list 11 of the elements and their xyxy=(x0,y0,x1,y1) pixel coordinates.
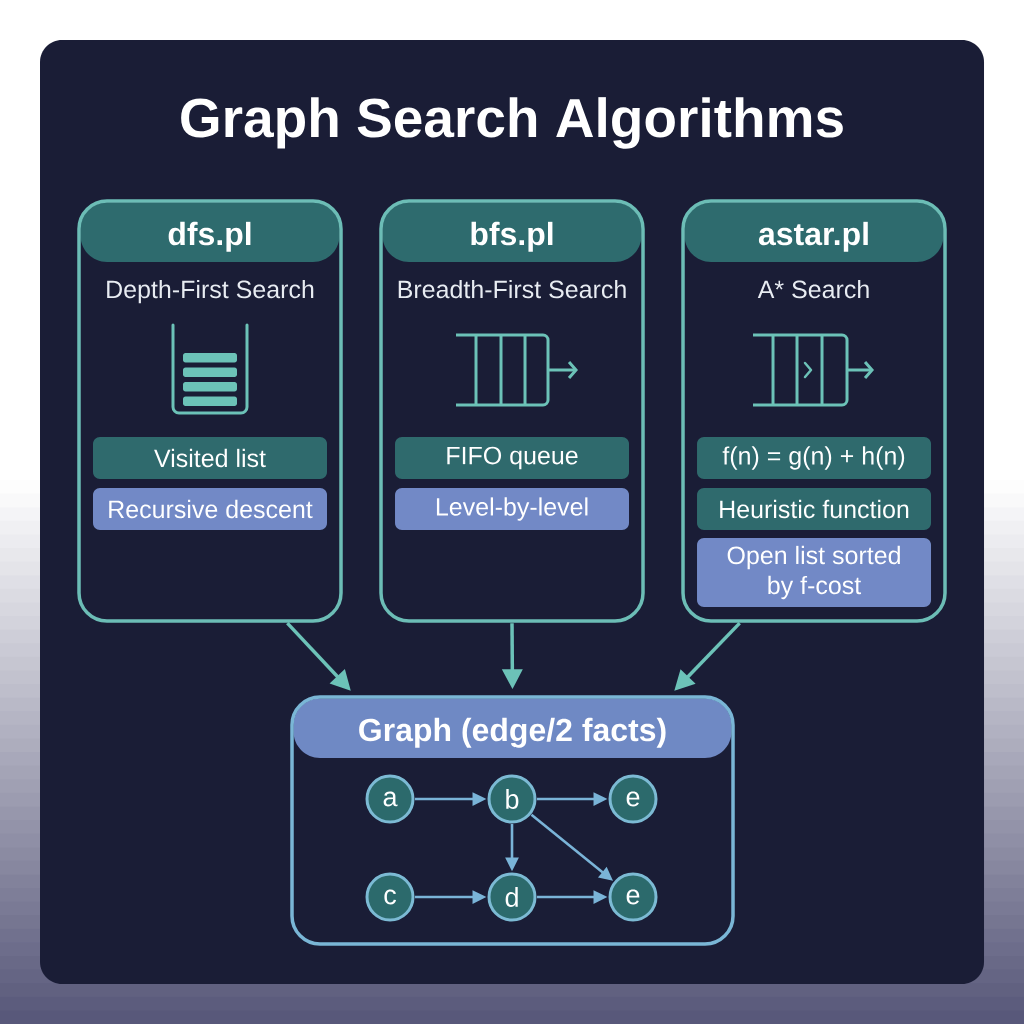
subtitle: Breadth-First Search xyxy=(398,279,626,299)
feature-box: Visited list xyxy=(93,437,327,479)
header-band: dfs.pl xyxy=(80,202,340,262)
subtitle: A* Search xyxy=(757,279,869,299)
header-band: Graph (edge/2 facts) xyxy=(293,698,732,758)
subtitle: Depth-First Search xyxy=(107,279,314,304)
header-band: astar.pl xyxy=(684,202,944,262)
feature-box: FIFO queue xyxy=(395,437,629,479)
title: Graph Search Algorithms xyxy=(181,97,843,149)
feature-box: f(n) = g(n) + h(n) xyxy=(697,437,931,479)
header-band: bfs.pl xyxy=(382,202,642,262)
